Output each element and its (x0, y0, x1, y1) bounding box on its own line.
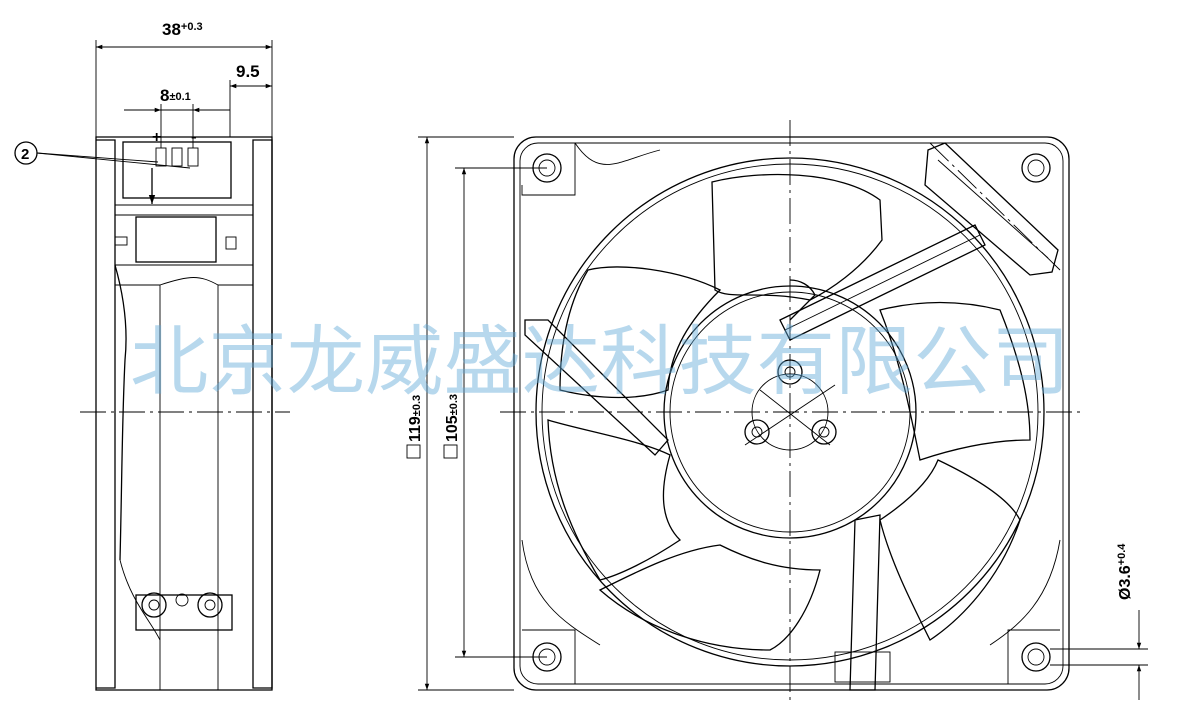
strut-upper-right-line (784, 234, 981, 331)
wire-lead-box (924, 142, 1059, 276)
dim-8-base: 8 (160, 86, 169, 105)
fan-blade-4 (598, 544, 821, 651)
front-centerline-diagonal (929, 142, 1061, 271)
left-flange (96, 139, 116, 689)
wire-lead-box-inner (937, 159, 1049, 259)
frame-inner (519, 142, 1064, 685)
dim-119-square-symbol (406, 444, 421, 459)
hub-slot (789, 279, 816, 321)
connector-tab-right (225, 236, 237, 250)
housing-line-6 (119, 559, 161, 641)
dim-119-base: 119 (407, 416, 424, 442)
hub-screw-right (811, 419, 837, 445)
bottom-screw-left (141, 592, 167, 618)
fan-blade-6 (879, 301, 1031, 461)
terminal-minus (187, 147, 199, 167)
plus-mark: + (152, 129, 161, 146)
mount-hole-bl-pocket (522, 629, 576, 684)
dim-8-tol: ±0.1 (169, 91, 190, 103)
minus-mark: - (191, 127, 197, 146)
fan-blade-3 (547, 419, 682, 581)
mount-hole-br-outer (1021, 642, 1051, 672)
fan-blade-5 (879, 459, 1021, 641)
bottom-screw-right-inner (204, 599, 216, 611)
bottom-screw-left-inner (148, 599, 160, 611)
strut-upper-right (779, 224, 986, 341)
mount-hole-tr (1021, 153, 1051, 183)
terminal-top-block (122, 141, 232, 199)
mount-hole-tr-inner (1027, 159, 1045, 177)
frame-outer (513, 136, 1070, 691)
side-view: 38+0.3 9.5 8±0.1 + - 2 (14, 20, 290, 691)
dim-hole-base: Ø3.6 (1117, 565, 1134, 600)
mount-hole-tl (521, 142, 576, 196)
terminal-plus (155, 147, 167, 167)
dim-105-label: 105±0.3 (443, 394, 461, 459)
dim-38-base: 38 (162, 20, 181, 39)
housing-curve-left (114, 264, 127, 561)
mount-hole-tr-outer (1021, 153, 1051, 183)
dim-hole-tol: +0.4 (1116, 543, 1128, 566)
dim-hole-text: Ø3.6+0.4 (1116, 543, 1134, 600)
mount-hole-tl-pocket (521, 142, 576, 196)
strut-bottom-foot (834, 651, 891, 683)
dim-105-text: 105±0.3 (444, 394, 461, 442)
housing-line-5 (159, 277, 219, 286)
dim-38-tol: +0.3 (181, 21, 203, 33)
strut-left (524, 319, 669, 456)
frame-bevel-tl (574, 142, 661, 165)
bottom-center-mark (175, 593, 189, 607)
dim-8-text: 8±0.1 (160, 86, 191, 105)
dim-119-tol: ±0.3 (411, 395, 423, 416)
hub-screw-left-inner (751, 426, 763, 438)
fan-blade-1 (711, 173, 883, 301)
strut-bottom (849, 514, 881, 691)
connector-block (135, 216, 217, 263)
company-watermark: 北京龙威盛达科技有限公司 (130, 317, 1070, 406)
bottom-boss-block (135, 594, 233, 631)
mount-hole-br-pocket (1007, 629, 1060, 684)
dim-105-base: 105 (444, 415, 461, 442)
right-flange (252, 139, 273, 689)
mount-hole-br-inner (1027, 648, 1045, 666)
dim-105-square-symbol (443, 444, 458, 459)
front-view: 119±0.3 105±0.3 Ø3.6+0.4 (406, 120, 1148, 705)
connector-tab (114, 236, 128, 246)
dim-105-tol: ±0.3 (448, 394, 460, 415)
hub-screw-left (744, 419, 770, 445)
frame-bevel-bl (521, 539, 601, 646)
dim-119-label: 119±0.3 (406, 395, 424, 459)
fan-blade-2 (559, 266, 722, 399)
housing-line-7 (115, 204, 253, 216)
callout-leader-1 (36, 152, 159, 163)
hub-screw-right-inner (818, 426, 830, 438)
mount-hole-br (1007, 629, 1060, 684)
dim-hole-label: Ø3.6+0.4 (1116, 543, 1134, 600)
dim-38-text: 38+0.3 (162, 20, 203, 39)
dim-9-5-text: 9.5 (236, 62, 260, 81)
side-view-outline (95, 136, 273, 691)
bottom-screw-right (197, 592, 223, 618)
frame-bevel-br (989, 539, 1061, 646)
terminal-mid (171, 147, 183, 167)
dim-119-text: 119±0.3 (407, 395, 424, 442)
callout-leader-2 (36, 152, 191, 169)
hub-cross-2 (759, 389, 831, 446)
callout-number: 2 (21, 146, 29, 163)
